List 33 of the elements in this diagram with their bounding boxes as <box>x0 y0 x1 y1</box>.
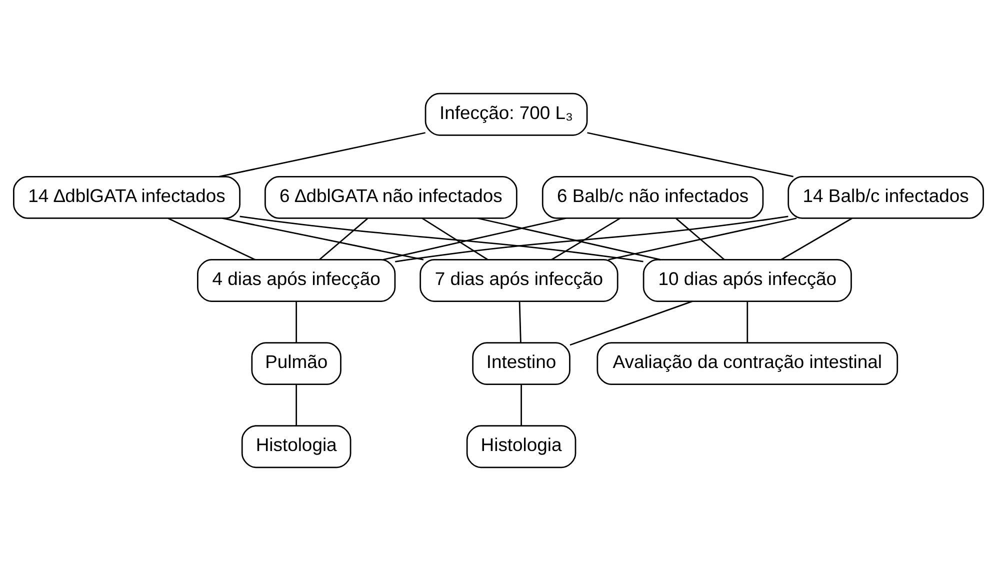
connector <box>296 302 298 343</box>
connector <box>587 132 794 178</box>
node-box: 6 Balb/c não infectados <box>542 176 764 219</box>
connector <box>395 216 788 262</box>
connector <box>383 218 566 260</box>
connector <box>518 302 522 343</box>
node-box: Intestino <box>472 342 570 386</box>
node-box: Histologia <box>466 425 576 468</box>
connector <box>219 132 426 178</box>
node-box: Infecção: 700 L₃ <box>424 92 588 136</box>
node-box: 14 ∆dblGATA infectados <box>13 176 240 219</box>
connector <box>168 218 256 260</box>
connector <box>676 218 725 260</box>
connector <box>520 384 522 426</box>
connector <box>422 218 488 260</box>
node-box: 7 dias após infecção <box>420 259 618 302</box>
connector <box>551 218 620 260</box>
connector <box>746 302 748 343</box>
connector <box>478 218 661 260</box>
node-box: Histologia <box>241 425 352 468</box>
connector <box>240 216 644 262</box>
connector <box>570 300 693 346</box>
node-box: Pulmão <box>251 342 342 386</box>
connector <box>296 384 298 426</box>
connector <box>781 218 852 260</box>
node-box: 4 dias após infecção <box>197 259 396 302</box>
connector <box>319 218 368 260</box>
connector <box>222 218 424 260</box>
node-box: 6 ∆dblGATA não infectados <box>264 176 518 219</box>
node-box: 10 dias após infecção <box>642 259 852 302</box>
node-box: 14 Balb/c infectados <box>788 176 984 219</box>
connector <box>608 218 797 260</box>
node-box: Avaliação da contração intestinal <box>596 342 898 386</box>
